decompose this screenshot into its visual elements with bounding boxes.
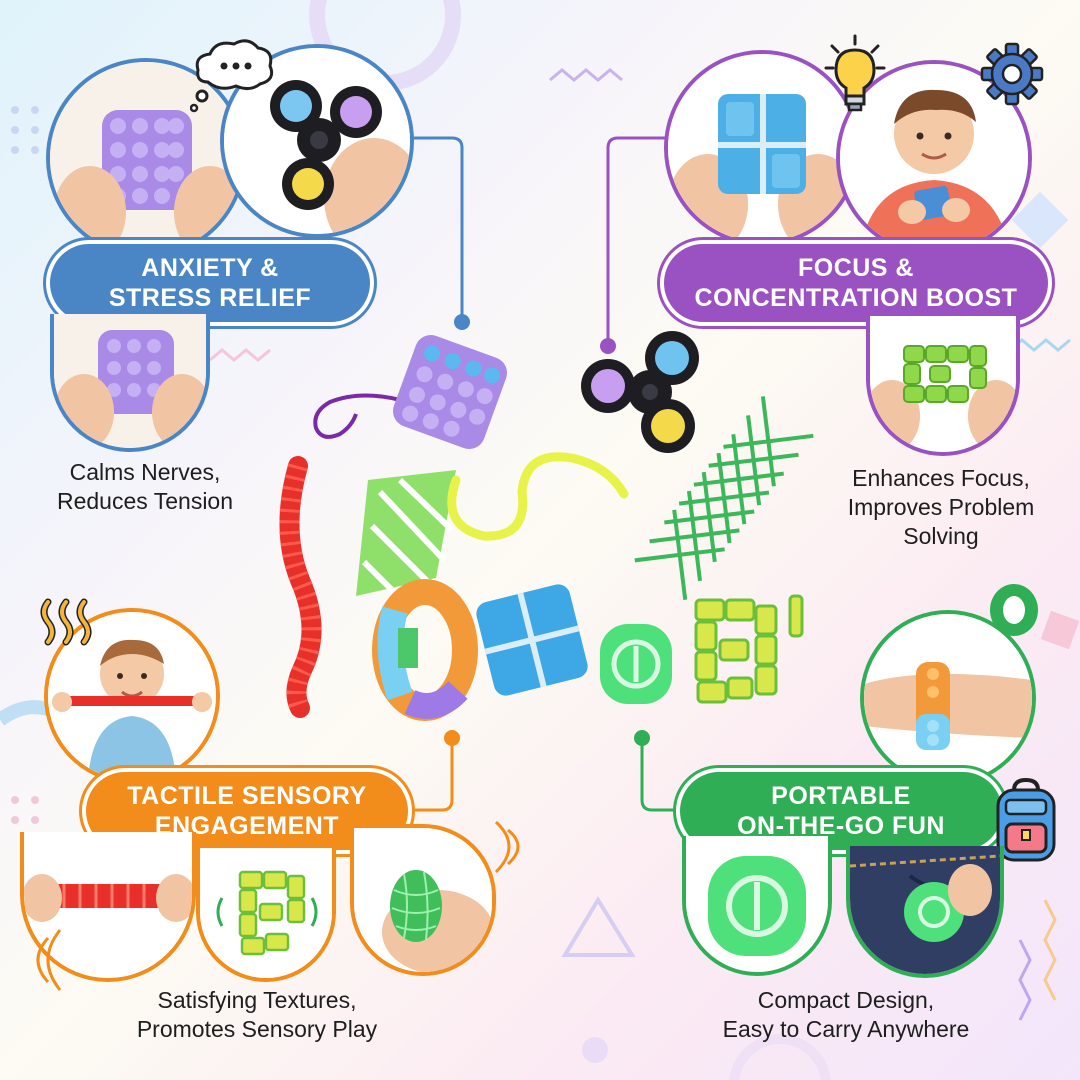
- infinity-cube-hands-photo: [664, 50, 860, 246]
- focus-caption: Enhances Focus, Improves Problem Solving: [810, 464, 1072, 551]
- snap-toy: [600, 624, 672, 704]
- pop-bracelet-toy: [372, 579, 478, 721]
- tactile-caption-line-1: Satisfying Textures,: [157, 987, 357, 1013]
- pop-tube-toy: [279, 456, 322, 718]
- pop-it-squeeze-photo: [46, 58, 246, 258]
- tactile-title-line-1: TACTILE SENSORY: [127, 782, 367, 810]
- focus-title-line-1: FOCUS &: [797, 254, 914, 282]
- mesh-tube-toy: [634, 396, 814, 600]
- portable-caption-line-2: Easy to Carry Anywhere: [722, 1016, 970, 1042]
- gear-icon: [980, 42, 1044, 106]
- pop-it-keychain-photo: [50, 314, 210, 452]
- stretch-pop-tube-photo: [20, 832, 196, 982]
- vibration-lines-left: [36, 929, 62, 991]
- portable-caption-line-1: Compact Design,: [757, 987, 935, 1013]
- bracelet-on-wrist-photo: [860, 610, 1036, 786]
- fidget-spinner-toy: [581, 331, 699, 453]
- thought-bubble-icon: [190, 38, 276, 114]
- boy-with-puzzle-cube-photo: [836, 60, 1032, 256]
- mesh-ball-squeeze-photo: [350, 824, 496, 976]
- anxiety-title-line-1: ANXIETY &: [141, 254, 279, 282]
- portable-caption: Compact Design, Easy to Carry Anywhere: [688, 986, 1004, 1044]
- vibration-lines-right: [494, 820, 520, 874]
- snap-toy-in-pocket-photo: [846, 846, 1004, 978]
- focus-caption-line-2: Improves Problem: [847, 494, 1035, 520]
- stretchy-string-toy: [447, 452, 629, 541]
- wacky-track-toy: [694, 594, 804, 704]
- backpack-icon: [990, 776, 1062, 866]
- infinity-cube-toy: [476, 584, 588, 696]
- anxiety-caption: Calms Nerves, Reduces Tension: [30, 458, 260, 516]
- pop-it-keychain-toy: [313, 334, 508, 450]
- focus-caption-line-3: Solving: [903, 523, 979, 549]
- portable-title-line-2: ON-THE-GO FUN: [737, 812, 945, 840]
- focus-title-line-2: CONCENTRATION BOOST: [694, 284, 1018, 312]
- heat-waves-icon: [38, 596, 94, 656]
- tactile-caption-line-2: Promotes Sensory Play: [136, 1016, 378, 1042]
- focus-caption-line-1: Enhances Focus,: [852, 465, 1030, 491]
- snake-puzzle-toy: [356, 470, 456, 596]
- tactile-caption: Satisfying Textures, Promotes Sensory Pl…: [102, 986, 412, 1044]
- wacky-track-sensory-photo: [196, 848, 336, 982]
- anxiety-stress-relief-banner: ANXIETY & STRESS RELIEF: [46, 240, 374, 326]
- focus-concentration-banner: FOCUS & CONCENTRATION BOOST: [660, 240, 1052, 326]
- lightbulb-icon: [824, 34, 886, 114]
- portable-on-the-go-banner: PORTABLE ON-THE-GO FUN: [676, 768, 1006, 854]
- anxiety-caption-line-2: Reduces Tension: [56, 488, 234, 514]
- anxiety-caption-line-1: Calms Nerves,: [69, 459, 221, 485]
- snap-toy-closeup-photo: [682, 836, 832, 976]
- anxiety-title-line-2: STRESS RELIEF: [108, 284, 312, 312]
- boy-with-pop-tube-photo: [44, 608, 220, 784]
- snap-ring-icon: [986, 580, 1042, 640]
- portable-title-line-1: PORTABLE: [771, 782, 911, 810]
- fidget-toys-collection: [279, 331, 814, 721]
